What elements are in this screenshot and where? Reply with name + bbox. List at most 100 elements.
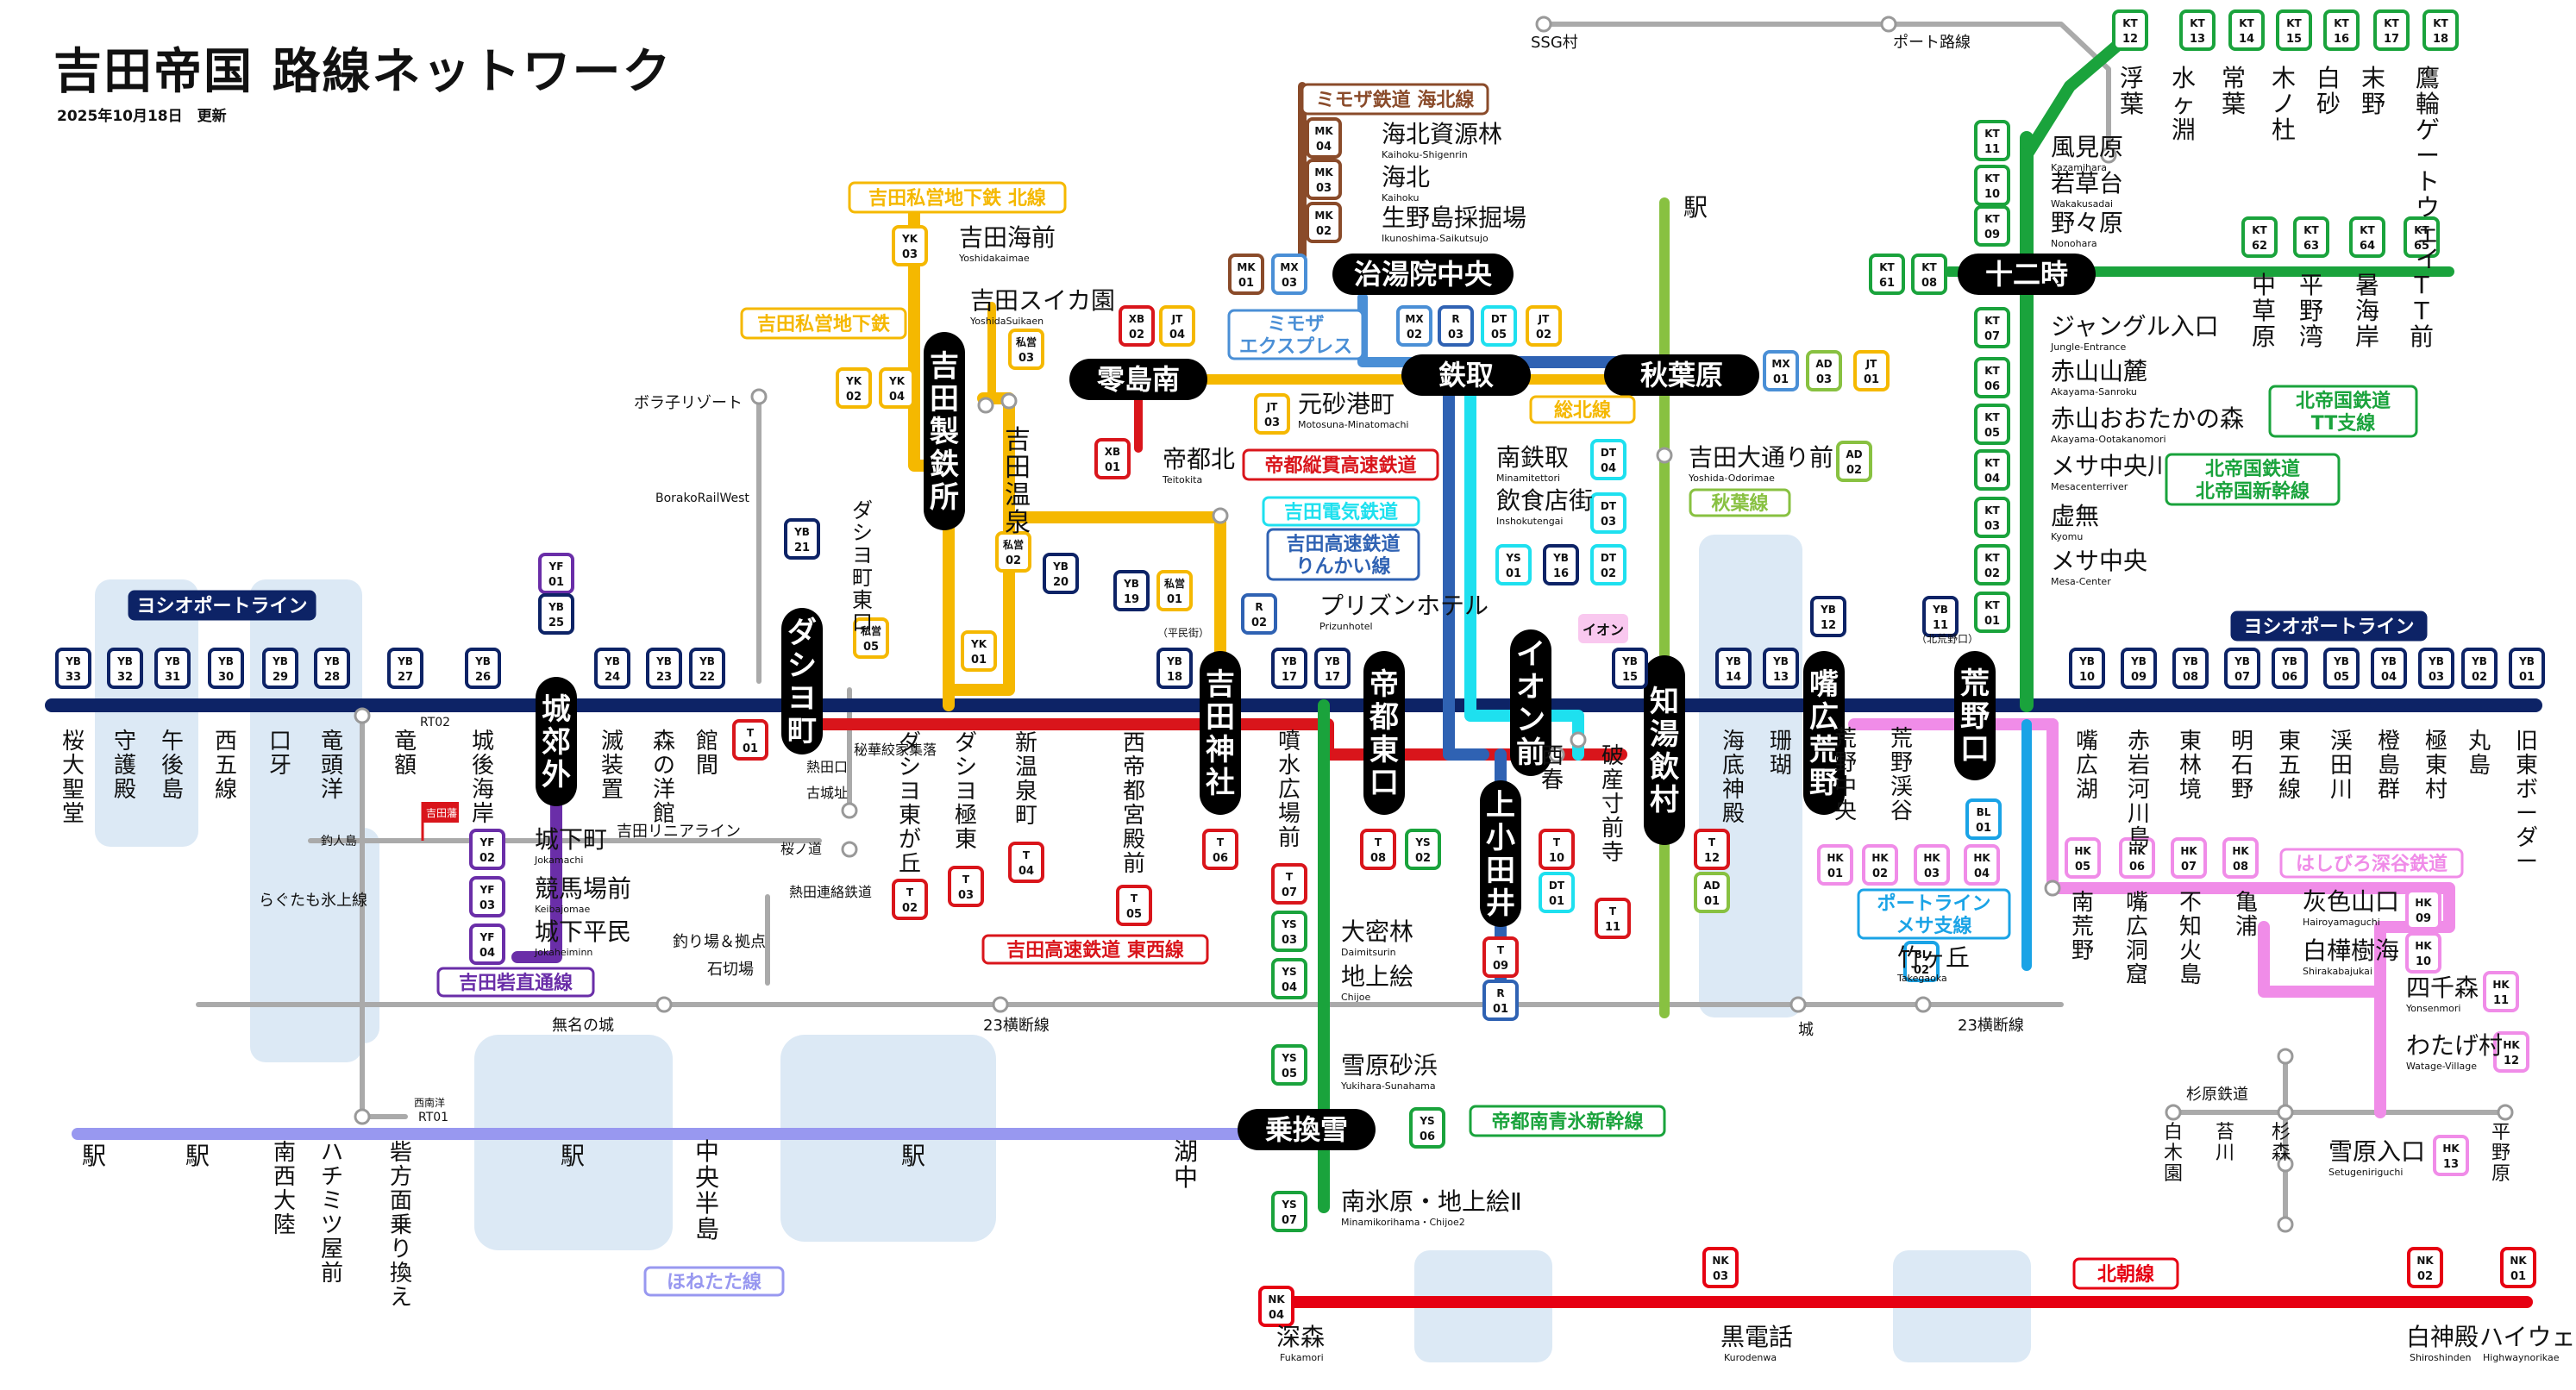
badge-prefix: T xyxy=(1217,836,1225,848)
badge-frame xyxy=(2119,837,2155,879)
station-name-minamitetsu: 南鉄取 xyxy=(1496,443,1569,472)
badge-number: 02 xyxy=(1251,617,1267,629)
badge-number: 01 xyxy=(1238,277,1254,290)
badge-frame xyxy=(1590,544,1626,585)
line-label-text: 北帝国鉄道 xyxy=(2296,390,2391,412)
badge-number: 10 xyxy=(1549,852,1564,865)
badge-frame xyxy=(1271,648,1307,689)
hub-label-char: 田 xyxy=(1206,700,1235,735)
badge-frame xyxy=(1974,497,2010,538)
badge-number: 11 xyxy=(2493,994,2509,1007)
badge-number: 01 xyxy=(1773,373,1789,386)
line-label-box xyxy=(2165,453,2341,506)
line-label-box xyxy=(1262,496,1420,527)
badge-prefix: HK xyxy=(2232,845,2249,857)
hub-label-char: 郊 xyxy=(542,725,571,760)
line-label-text: ヨシオポートライン xyxy=(136,595,307,617)
badge-frame xyxy=(1008,329,1044,370)
transfer-dot xyxy=(655,996,673,1013)
badge-prefix: HK xyxy=(2415,897,2432,909)
station-name-shirokiso: 白木園 xyxy=(2164,1122,2183,1185)
station-roman-prison: Prizunhotel xyxy=(1319,621,1373,632)
station-name-char: 渓 xyxy=(1890,774,1913,800)
hub-label: 治湯院中央 xyxy=(1354,258,1493,291)
station-name-char: 新 xyxy=(1015,730,1037,756)
station-roman-yotsume: Yonsenmori xyxy=(2405,1003,2460,1014)
hub-capsule xyxy=(1238,1109,1376,1150)
station-name-char: 前 xyxy=(1601,816,1624,842)
badge-number: 23 xyxy=(656,671,672,684)
badge-prefix: KT xyxy=(2190,17,2205,29)
badge-prefix: YS xyxy=(1414,836,1430,848)
station-roman-kaihoku_shigen: Kaihoku-Shigenrin xyxy=(1382,149,1468,160)
station-name-char: 東 xyxy=(955,827,977,853)
line-label-box xyxy=(2268,385,2418,438)
badge-prefix: JT xyxy=(1538,313,1550,325)
small-label-bora: ボラ子リゾート xyxy=(634,394,743,412)
station-roman-fukamori: Fukamori xyxy=(1280,1352,1324,1363)
hub-capsule xyxy=(1200,651,1241,815)
line-label-text: りんかい線 xyxy=(1295,555,1390,578)
badge-prefix: YB xyxy=(1725,655,1741,667)
station-name-char: 瑚 xyxy=(1770,753,1792,779)
small-label-heimin: （平民街） xyxy=(1157,627,1209,639)
station-name-char: 面 xyxy=(390,1188,412,1214)
station-name-char: 平 xyxy=(2491,1122,2510,1143)
flag-cloth xyxy=(423,802,459,823)
station-name-char: 白 xyxy=(2316,64,2341,92)
badge-number: 10 xyxy=(2079,671,2095,684)
badge-number: 02 xyxy=(1872,867,1888,880)
station-name-char: 大 xyxy=(62,753,85,779)
badge-number: 05 xyxy=(1984,427,2000,440)
badge-prefix: HK xyxy=(1923,852,1940,864)
tetsutori-down xyxy=(1443,356,1489,761)
small-label-seinan: 西南洋 xyxy=(414,1096,445,1109)
badge-frame xyxy=(1539,872,1575,913)
badge-prefix: KT xyxy=(1984,599,2000,611)
line-label-box xyxy=(1266,528,1420,581)
station-name-char: 木 xyxy=(2272,64,2296,92)
station-name-char: 宮 xyxy=(1123,803,1145,829)
badge-number: 01 xyxy=(1493,1003,1508,1016)
station-name-char: ミ xyxy=(321,1188,343,1214)
station-name-ukiba: 浮葉 xyxy=(2120,64,2144,118)
small-label-kitanohara: （北荒野口） xyxy=(1916,633,1978,645)
badge-frame xyxy=(2272,648,2308,689)
badge-frame xyxy=(1974,449,2010,491)
line-label-text: ポートライン xyxy=(1877,892,1990,915)
station-name-char: 竜 xyxy=(394,729,417,754)
hub-label-char: 井 xyxy=(1486,886,1515,921)
station-name-char: 鷹 xyxy=(2416,64,2440,92)
station-name-char: 森 xyxy=(653,729,675,754)
badge-frame xyxy=(2293,216,2329,258)
badge-frame xyxy=(1715,648,1752,689)
badge-frame xyxy=(1836,441,1872,482)
hub-label-char: 荒 xyxy=(1960,667,1990,701)
station-roman-chijoe: Chijoe xyxy=(1341,992,1370,1003)
badge-number: 03 xyxy=(958,889,974,902)
transfer-dot xyxy=(1789,996,1807,1013)
badge-prefix: YS xyxy=(1281,1052,1296,1064)
badge-number: 03 xyxy=(1984,520,2000,533)
station-name-char: 島 xyxy=(2128,825,2150,851)
t-badge: T08 xyxy=(1360,829,1396,870)
hub-capsule xyxy=(1069,359,1207,400)
badge-number: 03 xyxy=(1713,1270,1728,1283)
station-name-char: 海 xyxy=(1722,729,1745,754)
badge-frame xyxy=(1974,357,2010,398)
station-name-char: 極 xyxy=(2425,729,2448,754)
station-roman-wakakusa: Wakakusadai xyxy=(2051,198,2113,210)
aeon-badge-text: イオン xyxy=(1583,622,1624,638)
station-name-char: 都 xyxy=(1123,779,1145,805)
